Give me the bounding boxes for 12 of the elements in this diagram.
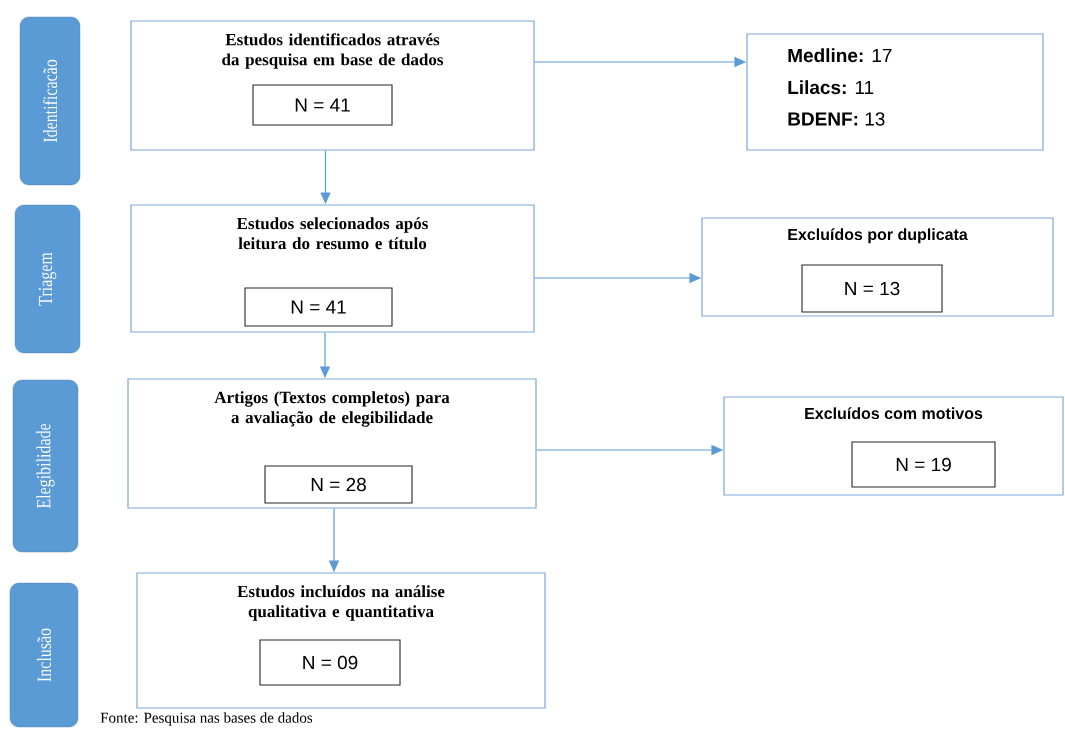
source-note: Fonte: Pesquisa nas bases de dados <box>100 712 313 726</box>
phase-tab: Inclusão <box>9 582 79 728</box>
count-box: N = 19 <box>851 441 996 488</box>
count-box: N = 28 <box>264 465 413 504</box>
count-box: N = 41 <box>252 84 393 126</box>
count-box: N = 09 <box>259 639 401 686</box>
count-box: N = 13 <box>801 264 943 313</box>
database-box: Medline: 17 Lilacs: 11 BDENF: 13 <box>746 33 1044 151</box>
count-box: N = 41 <box>244 287 393 327</box>
phase-tab: Elegibilidade <box>12 379 79 553</box>
phase-tab: Identificacão <box>19 16 81 186</box>
phase-tab: Triagem <box>14 204 81 354</box>
